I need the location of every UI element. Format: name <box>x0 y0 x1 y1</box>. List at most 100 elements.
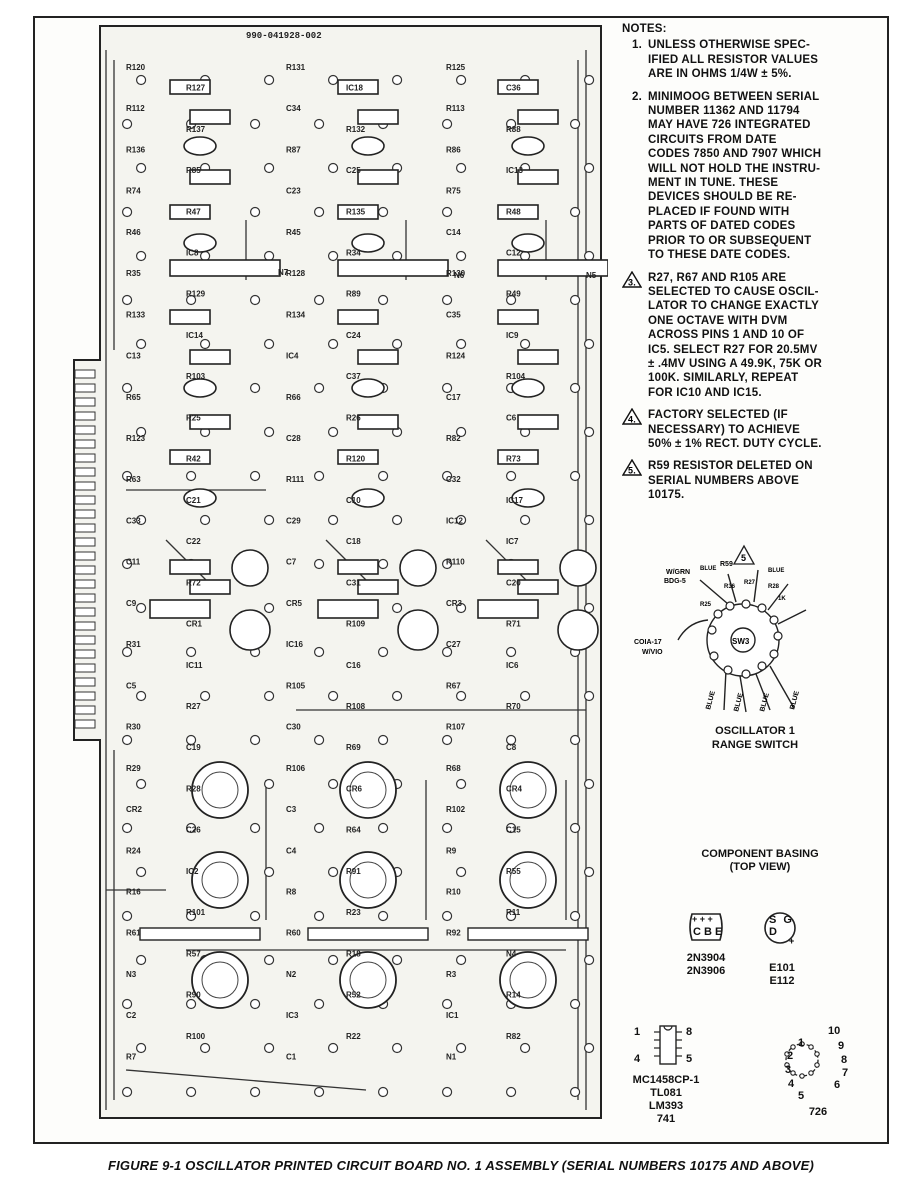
pcb-pad <box>313 734 325 746</box>
pcb-pad <box>199 514 211 526</box>
pcb-pad <box>185 822 197 834</box>
switch-label-wvio: W/VIO <box>642 649 663 656</box>
edge-finger <box>74 579 96 589</box>
pcb-pad <box>185 470 197 482</box>
pcb-pad <box>135 602 147 614</box>
pcb-pad <box>121 294 133 306</box>
component-label: CR1 <box>186 620 203 629</box>
pcb-pad <box>249 822 261 834</box>
pcb-pad <box>569 910 581 922</box>
pcb-pad <box>505 470 517 482</box>
resistor-body <box>337 559 379 575</box>
pcb-pad <box>455 954 467 966</box>
pcb-pad <box>249 470 261 482</box>
component-label: R102 <box>446 805 466 814</box>
pcb-pad <box>121 558 133 570</box>
component-label: R27 <box>186 702 201 711</box>
pcb-pad <box>249 1086 261 1098</box>
pcb-pad <box>199 338 211 350</box>
component-label: R57 <box>186 949 201 958</box>
pcb-pad <box>263 690 275 702</box>
component-label: C4 <box>286 846 297 855</box>
pcb-pad <box>327 866 339 878</box>
component-label: R111 <box>286 475 305 484</box>
edge-finger <box>74 481 96 491</box>
pcb-pad <box>391 954 403 966</box>
component-label: R124 <box>446 352 466 361</box>
transistor-pins: C B E <box>693 926 723 938</box>
edge-finger <box>74 635 96 645</box>
pcb-pad <box>185 734 197 746</box>
range-switch-diagram: 5 W/GRN BDG-5 BLUE R59 BLUE R36 R27 R28 … <box>634 544 807 713</box>
component-label: R63 <box>126 475 141 484</box>
pcb-pad <box>377 558 389 570</box>
transistor-plus-marks: + + + <box>692 914 713 924</box>
pcb-pad <box>249 734 261 746</box>
note-marker: 5. <box>628 466 636 476</box>
trim-pot <box>499 761 557 819</box>
component-label: N1 <box>446 1052 457 1061</box>
edge-finger <box>74 705 96 715</box>
component-label: R8 <box>286 887 297 896</box>
can-pin-10: 10 <box>828 1025 841 1037</box>
component-label: C3 <box>286 805 297 814</box>
pcb-pad <box>377 910 389 922</box>
pcb-pad <box>583 866 595 878</box>
pcb-pad <box>505 646 517 658</box>
switch-label-r36: R36 <box>724 584 736 590</box>
board-part-number: 990-041928-002 <box>246 31 322 41</box>
resistor-body <box>357 414 399 430</box>
pcb-pad <box>391 602 403 614</box>
pcb-pad <box>121 118 133 130</box>
edge-finger <box>74 677 96 687</box>
pcb-pad <box>121 646 133 658</box>
component-label: N2 <box>286 970 297 979</box>
component-label: R49 <box>506 290 521 299</box>
note-marker: 3. <box>628 277 636 287</box>
component-label: R120 <box>126 63 146 72</box>
pcb-pad <box>455 1042 467 1054</box>
component-label: R14 <box>506 991 521 1000</box>
switch-label-sw3: SW3 <box>732 637 750 646</box>
pcb-pad <box>583 426 595 438</box>
pcb-pad <box>519 690 531 702</box>
edge-finger <box>74 691 96 701</box>
edge-finger <box>74 425 96 435</box>
switch-wire-blue-3: BLUE <box>759 692 771 713</box>
pcb-pad <box>377 822 389 834</box>
component-label: R10 <box>446 887 461 896</box>
pcb-pad <box>263 602 275 614</box>
component-label: IC12 <box>446 516 463 525</box>
component-label: R82 <box>506 1032 521 1041</box>
pcb-pad <box>505 734 517 746</box>
svg-text:+: + <box>789 936 794 946</box>
edge-finger <box>74 663 96 673</box>
component-label: R26 <box>346 413 361 422</box>
pcb-pad <box>327 74 339 86</box>
pcb-pad <box>199 250 211 262</box>
trim-pot <box>339 851 397 909</box>
pcb-pad <box>569 382 581 394</box>
component-label: R24 <box>126 846 141 855</box>
component-label: R11 <box>506 908 521 917</box>
trim-pot <box>191 761 249 819</box>
pcb-pad <box>313 1086 325 1098</box>
switch-label-bdg5: BDG-5 <box>664 578 686 585</box>
component-label: C15 <box>506 826 521 835</box>
component-label: R66 <box>286 393 301 402</box>
component-label: R31 <box>126 640 141 649</box>
edge-finger <box>74 537 96 547</box>
component-label: C7 <box>286 558 297 567</box>
pcb-pad <box>327 426 339 438</box>
component-label: R67 <box>446 681 461 690</box>
component-label: R86 <box>446 145 461 154</box>
component-label: C11 <box>126 558 141 567</box>
trim-pot <box>339 951 397 1009</box>
dip-pin-1: 1 <box>634 1026 641 1038</box>
pcb-pad <box>135 866 147 878</box>
component-label: R68 <box>446 764 461 773</box>
note-item: 3.R27, R67 AND R105 ARE SELECTED TO CAUS… <box>622 270 884 401</box>
component-label: R72 <box>186 578 201 587</box>
pcb-pad <box>121 470 133 482</box>
dip-pin-8: 8 <box>686 1026 693 1038</box>
